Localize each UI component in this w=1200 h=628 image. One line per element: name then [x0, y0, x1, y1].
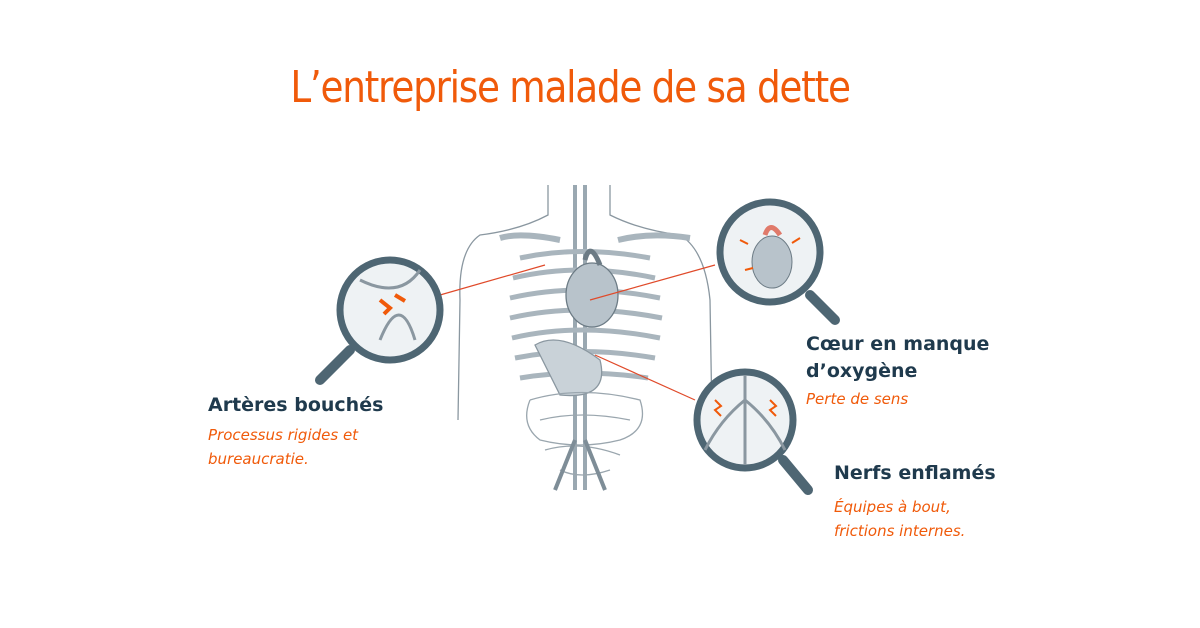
magnifier-heart-icon	[716, 198, 840, 325]
callout-heading: Nerfs enflamés	[834, 462, 996, 484]
callout-heading: Artères bouchés	[208, 394, 384, 416]
torso-icon	[457, 185, 713, 491]
pointer-line-heart	[589, 264, 716, 301]
magnifier-arteries-icon	[315, 256, 444, 385]
pointer-lines	[439, 264, 716, 401]
callout-text: Perte de sens	[806, 390, 909, 408]
pointer-line-nerves	[594, 354, 696, 401]
pointer-line-arteries	[439, 264, 546, 296]
callout-heart: Cœur en manque d’oxygène Perte de sens	[806, 331, 996, 411]
magnifier-nerves-icon	[693, 368, 813, 495]
callout-arteries: Artères bouchés Processus rigides et bur…	[208, 392, 383, 471]
page-title: L’entreprise malade de sa dette	[290, 62, 851, 113]
callout-text: Équipes à bout, frictions internes.	[834, 498, 966, 540]
callout-text: Processus rigides et bureaucratie.	[208, 426, 359, 468]
callout-heading: Cœur en manque d’oxygène	[806, 333, 990, 382]
callout-nerves: Nerfs enflamés Équipes à bout, frictions…	[834, 460, 996, 543]
